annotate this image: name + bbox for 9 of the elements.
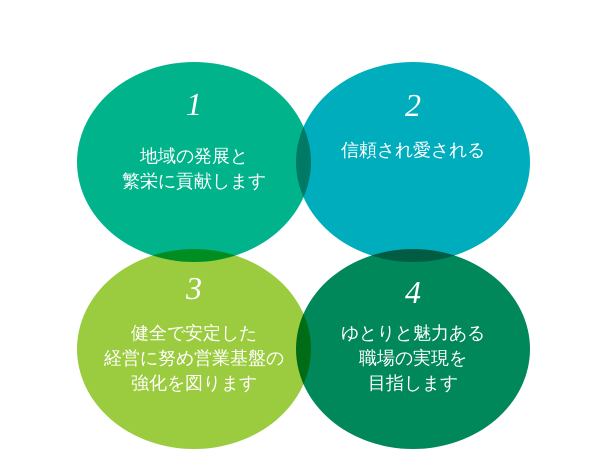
goal-text: 健全で安定した経営に努め営業基盤の強化を図ります bbox=[104, 322, 284, 395]
goal-text: 信頼され愛される bbox=[341, 139, 485, 162]
number-label: 3 bbox=[186, 271, 202, 305]
number-label: 1 bbox=[186, 87, 202, 121]
goal-text: 地域の発展と繁栄に貢献します bbox=[122, 145, 266, 193]
ellipse bbox=[296, 249, 530, 449]
number-label: 4 bbox=[405, 275, 421, 309]
number-label: 2 bbox=[405, 88, 421, 122]
goal-text: ゆとりと魅力ある職場の実現を目指します bbox=[341, 322, 485, 395]
